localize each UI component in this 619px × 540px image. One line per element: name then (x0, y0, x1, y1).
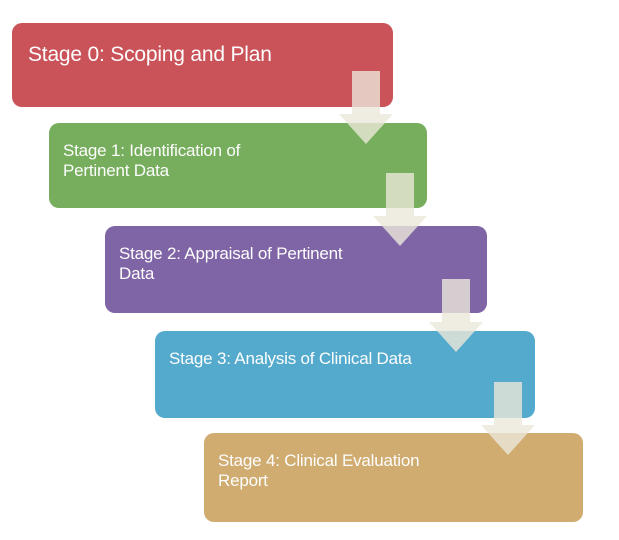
stage-3-label: Stage 3: Analysis of Clinical Data (169, 349, 412, 368)
stage-2-label: Stage 2: Appraisal of Pertinent Data (119, 244, 343, 283)
stage-1-label: Stage 1: Identification of Pertinent Dat… (63, 141, 241, 180)
stage-2-box: Stage 2: Appraisal of Pertinent Data (105, 226, 487, 313)
stage-0-label: Stage 0: Scoping and Plan (28, 43, 272, 66)
stage-3-box: Stage 3: Analysis of Clinical Data (155, 331, 535, 418)
stage-1-box: Stage 1: Identification of Pertinent Dat… (49, 123, 427, 208)
stage-4-label: Stage 4: Clinical Evaluation Report (218, 451, 420, 490)
stage-0-box: Stage 0: Scoping and Plan (12, 23, 393, 107)
stage-4-box: Stage 4: Clinical Evaluation Report (204, 433, 583, 522)
